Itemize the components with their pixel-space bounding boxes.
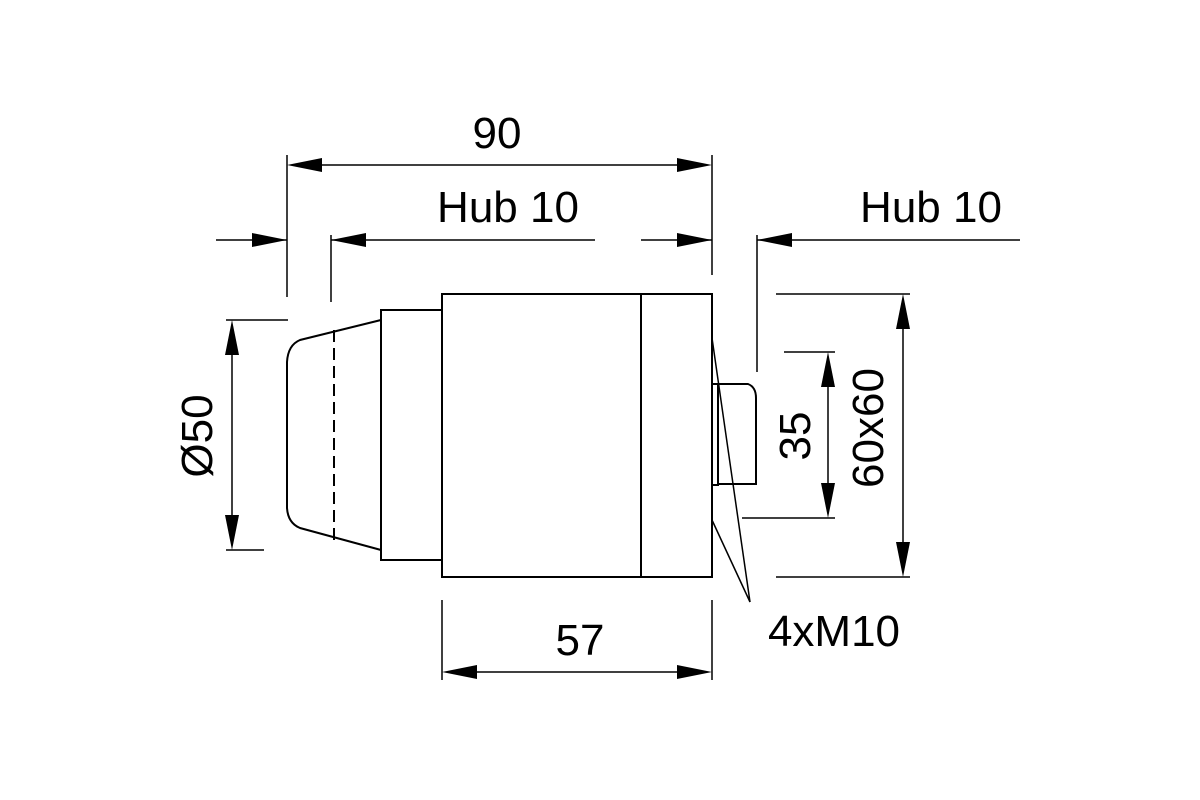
dim-overall-length: 90 bbox=[286, 109, 713, 297]
housing-body bbox=[441, 293, 713, 578]
dim-stroke-right: Hub 10 bbox=[641, 183, 1020, 372]
dim-hub-left-label: Hub 10 bbox=[437, 183, 579, 232]
thread-label: 4xM10 bbox=[768, 607, 900, 656]
collar bbox=[380, 309, 442, 561]
plunger-pin bbox=[712, 383, 757, 486]
dim-diameter-label: Ø50 bbox=[173, 394, 222, 477]
dim-57-label: 57 bbox=[556, 616, 605, 665]
leader-thread: 4xM10 bbox=[711, 337, 900, 656]
dim-90-label: 90 bbox=[473, 109, 522, 158]
dim-pin-height: 35 bbox=[742, 351, 835, 519]
nose-cone bbox=[286, 319, 382, 551]
dim-hub-right-label: Hub 10 bbox=[860, 183, 1002, 232]
dim-35-label: 35 bbox=[771, 412, 820, 461]
dim-body-length: 57 bbox=[441, 600, 713, 680]
dim-diameter: Ø50 bbox=[173, 319, 288, 551]
part-outline bbox=[286, 293, 757, 578]
dim-60x60-label: 60x60 bbox=[844, 368, 893, 488]
dim-stroke-left: Hub 10 bbox=[216, 183, 595, 302]
dim-flange-size: 60x60 bbox=[776, 293, 910, 578]
